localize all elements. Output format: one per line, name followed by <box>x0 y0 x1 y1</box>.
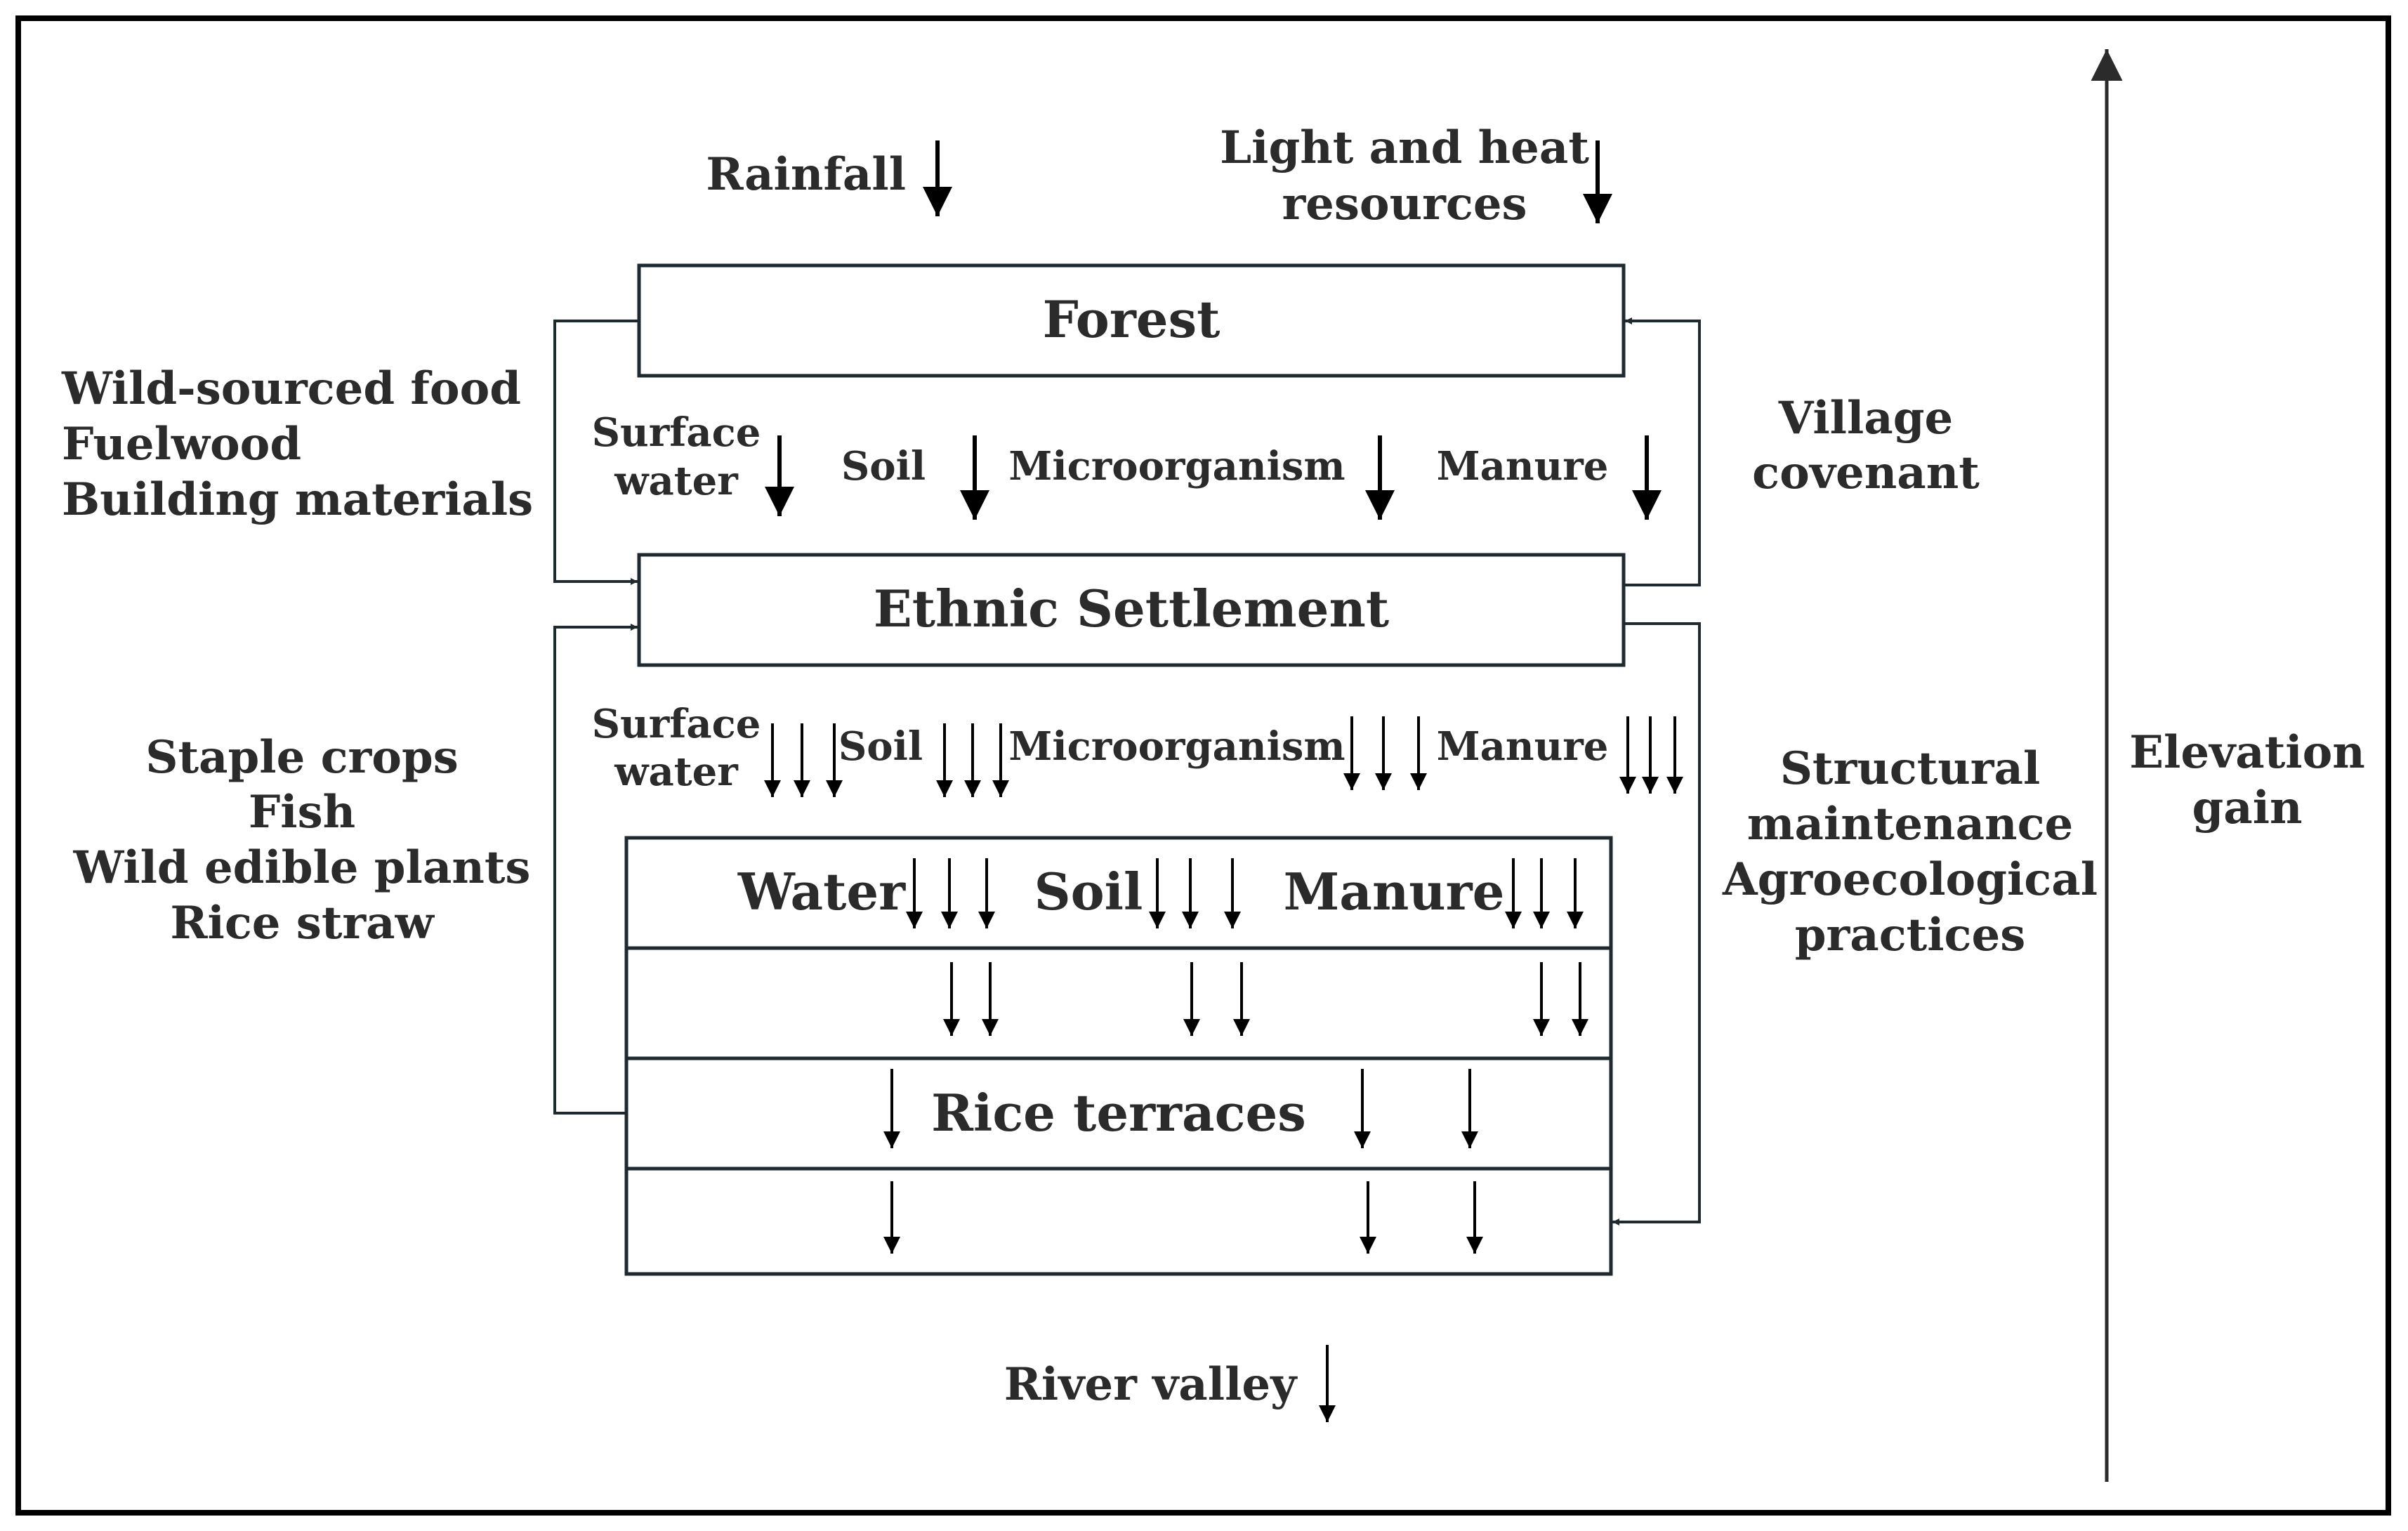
right-upper-item: covenant <box>1752 447 1980 499</box>
lower-surface-water-label-line1: Surface <box>592 701 761 747</box>
lower-surface-water-label-line2: water <box>614 749 739 795</box>
terrace-row-4-arrows <box>883 1181 1483 1254</box>
settlement-to-forest-connector <box>1624 317 1701 586</box>
terraces-to-settlement-connector <box>553 624 638 1115</box>
forest-label: Forest <box>1043 289 1221 349</box>
right-lower-item: maintenance <box>1747 798 2074 850</box>
settlement-to-terraces-connector <box>1612 622 1701 1226</box>
lower-surface-water-arrows <box>764 723 843 797</box>
terrace-manure-label: Manure <box>1284 862 1505 921</box>
elevation-label-line1: Elevation <box>2129 726 2365 779</box>
terrace-soil-label: Soil <box>1034 862 1143 921</box>
terrace-water-label: Water <box>737 862 906 921</box>
terrace-row-4 <box>624 1167 1613 1276</box>
light-heat-label-line1: Light and heat <box>1220 121 1589 174</box>
outer-frame <box>15 15 2391 1516</box>
lower-microorganism-label: Microorganism <box>1008 723 1345 770</box>
upper-manure-label: Manure <box>1437 443 1609 489</box>
right-upper-list: Village covenant <box>1752 392 1980 499</box>
lower-manure-arrows <box>1619 716 1683 794</box>
left-lower-list: Staple crops Fish Wild edible plants Ric… <box>73 731 531 950</box>
left-upper-item: Wild-sourced food <box>61 362 521 415</box>
lower-soil-arrows <box>936 723 1009 797</box>
river-valley-label: River valley <box>1004 1358 1298 1411</box>
light-heat-label-line2: resources <box>1282 178 1527 230</box>
settlement-box <box>637 553 1626 667</box>
lower-microorganism-arrows <box>1343 716 1427 790</box>
lower-manure-label: Manure <box>1437 723 1609 770</box>
right-upper-item: Village <box>1778 392 1953 445</box>
terrace-row-1 <box>624 836 1613 950</box>
left-upper-item: Building materials <box>62 473 533 526</box>
rice-terraces-label: Rice terraces <box>931 1083 1306 1143</box>
upper-soil-label: Soil <box>841 443 926 489</box>
right-lower-item: Structural <box>1780 742 2041 795</box>
terrace-row-1-arrows <box>906 858 1584 928</box>
upper-microorganism-label: Microorganism <box>1008 443 1345 489</box>
right-lower-item: Agroecological <box>1722 853 2098 906</box>
right-lower-list: Structural maintenance Agroecological pr… <box>1722 742 2098 961</box>
left-lower-item: Rice straw <box>170 897 435 950</box>
elevation-label-line2: gain <box>2192 782 2302 834</box>
left-lower-item: Staple crops <box>145 731 458 784</box>
left-upper-item: Fuelwood <box>62 418 301 471</box>
left-lower-item: Wild edible plants <box>73 841 531 894</box>
forest-to-settlement-connector <box>553 320 639 585</box>
rainfall-label: Rainfall <box>706 148 906 201</box>
upper-surface-water-label-line1: Surface <box>592 409 761 456</box>
left-upper-list: Wild-sourced food Fuelwood Building mate… <box>61 362 533 526</box>
terrace-row-2-arrows <box>943 962 1588 1036</box>
terrace-row-3-arrows <box>883 1069 1478 1148</box>
terrace-row-2 <box>624 946 1613 1060</box>
settlement-label: Ethnic Settlement <box>874 579 1389 638</box>
right-lower-item: practices <box>1795 909 2026 961</box>
lower-soil-label: Soil <box>838 723 923 770</box>
forest-box <box>637 263 1626 378</box>
left-lower-item: Fish <box>249 786 355 839</box>
upper-surface-water-label-line2: water <box>614 458 739 504</box>
